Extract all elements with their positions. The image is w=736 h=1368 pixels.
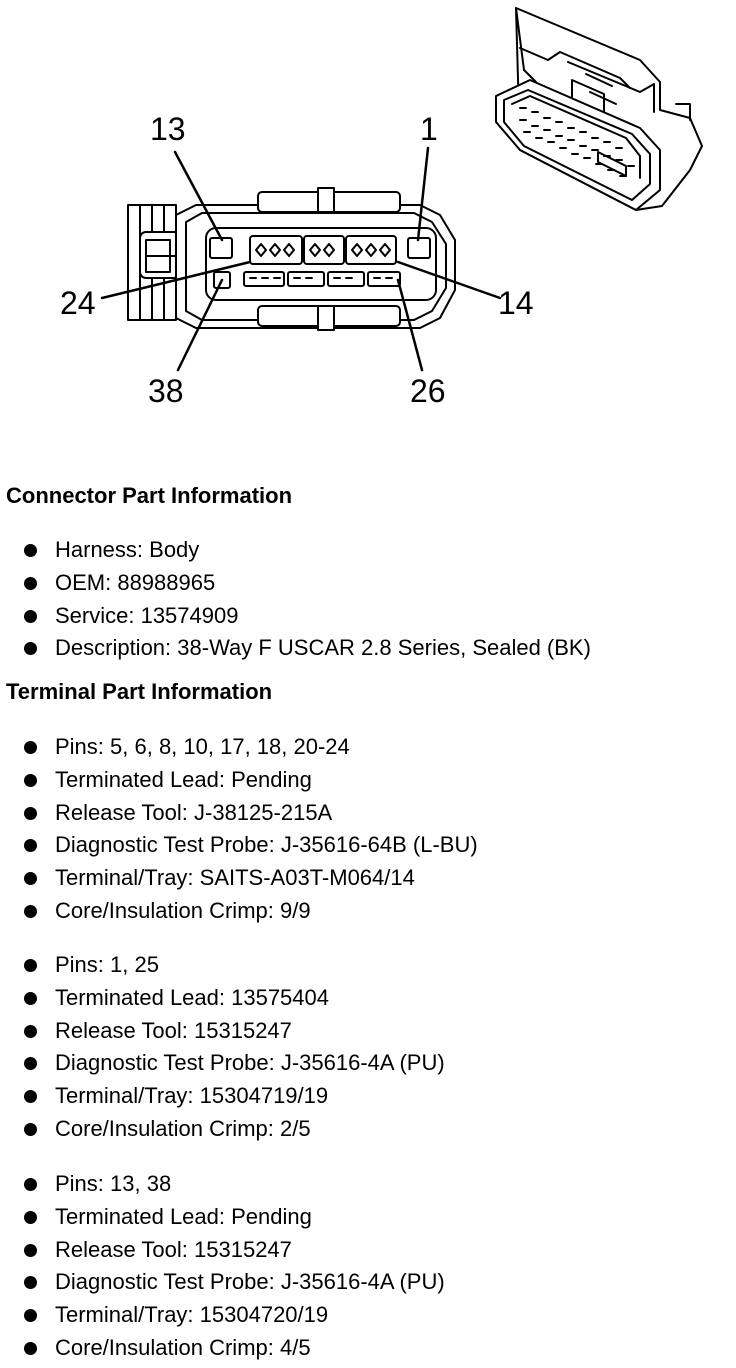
list-item: Terminated Lead: Pending [0, 764, 736, 797]
list-item-text: Service: 13574909 [55, 602, 239, 628]
bullet-icon [24, 1024, 37, 1038]
connector-isometric-view [495, 7, 703, 211]
bullet-icon [24, 959, 37, 972]
callout-14: 14 [498, 285, 534, 321]
bullet-icon [24, 872, 37, 886]
list-item-text: Description: 38-Way F USCAR 2.8 Series, … [55, 635, 591, 661]
list-item-text: Release Tool: J-38125-215A [55, 799, 333, 825]
callout-26: 26 [410, 373, 446, 409]
list-item-text: Terminal/Tray: 15304720/19 [55, 1302, 329, 1328]
list-item: Terminal/Tray: 15304720/19 [0, 1299, 736, 1332]
callout-38: 38 [148, 373, 184, 409]
bullet-icon [24, 806, 37, 820]
bullet-icon [24, 741, 37, 754]
bullet-icon [24, 1243, 37, 1257]
callout-1: 1 [420, 111, 438, 147]
bullet-icon [24, 609, 37, 623]
list-item-text: Release Tool: 15315247 [55, 1236, 292, 1262]
list-item-text: Harness: Body [55, 537, 200, 562]
list-item: OEM: 88988965 [0, 567, 736, 600]
list-item-text: Pins: 13, 38 [55, 1171, 172, 1196]
bullet-icon [24, 576, 37, 590]
list-item-text: Terminal/Tray: 15304719/19 [55, 1083, 329, 1109]
list-item-text: Core/Insulation Crimp: 9/9 [55, 897, 311, 923]
list-item: Service: 13574909 [0, 600, 736, 633]
bullet-icon [24, 1090, 37, 1104]
list-item: Pins: 5, 6, 8, 10, 17, 18, 20-24 [0, 731, 736, 764]
list-item-text: Terminated Lead: 13575404 [55, 984, 329, 1010]
list-item: Harness: Body [0, 534, 736, 567]
bullet-icon [24, 904, 37, 918]
list-item-text: Terminated Lead: Pending [55, 766, 312, 792]
bullet-icon [24, 991, 37, 1005]
list-item: Diagnostic Test Probe: J-35616-4A (PU) [0, 1266, 736, 1299]
list-item: Release Tool: 15315247 [0, 1015, 736, 1048]
bullet-icon [24, 1210, 37, 1224]
bullet-icon [24, 1178, 37, 1191]
callout-leaders [100, 146, 502, 372]
bullet-icon [24, 1122, 37, 1136]
list-item-text: Core/Insulation Crimp: 2/5 [55, 1115, 311, 1141]
callout-13: 13 [150, 111, 186, 147]
list-item-text: Terminal/Tray: SAITS-A03T-M064/14 [55, 865, 415, 891]
bullet-icon [24, 839, 37, 853]
bullet-icon [24, 773, 37, 787]
terminal-group-2: Pins: 1, 25 Terminated Lead: 13575404 Re… [0, 949, 736, 1146]
list-item-text: OEM: 88988965 [55, 569, 216, 595]
terminal-group-1: Pins: 5, 6, 8, 10, 17, 18, 20-24 Termina… [0, 731, 736, 928]
list-item: Terminated Lead: Pending [0, 1201, 736, 1234]
connector-part-heading: Connector Part Information [6, 483, 293, 508]
list-item-text: Diagnostic Test Probe: J-35616-4A (PU) [55, 1050, 445, 1076]
list-item: Pins: 1, 25 [0, 949, 736, 982]
bullet-icon [24, 642, 37, 656]
list-item: Terminal/Tray: 15304719/19 [0, 1080, 736, 1113]
callout-24: 24 [60, 285, 96, 321]
terminal-group-3: Pins: 13, 38 Terminated Lead: Pending Re… [0, 1168, 736, 1365]
list-item-text: Terminated Lead: Pending [55, 1203, 312, 1229]
bullet-icon [24, 544, 37, 557]
list-item-text: Core/Insulation Crimp: 4/5 [55, 1334, 311, 1360]
list-item: Diagnostic Test Probe: J-35616-64B (L-BU… [0, 829, 736, 862]
connector-part-list: Harness: Body OEM: 88988965 Service: 135… [0, 534, 736, 665]
list-item: Core/Insulation Crimp: 4/5 [0, 1332, 736, 1365]
list-item: Core/Insulation Crimp: 9/9 [0, 895, 736, 928]
connector-illustration: 13 1 24 14 38 26 [60, 7, 703, 409]
bullet-icon [24, 1057, 37, 1071]
bullet-icon [24, 1309, 37, 1323]
list-item: Core/Insulation Crimp: 2/5 [0, 1113, 736, 1146]
list-item-text: Diagnostic Test Probe: J-35616-4A (PU) [55, 1269, 445, 1295]
terminal-part-heading: Terminal Part Information [6, 679, 273, 704]
list-item-text: Release Tool: 15315247 [55, 1017, 292, 1043]
list-item: Release Tool: J-38125-215A [0, 797, 736, 830]
bullet-icon [24, 1276, 37, 1290]
list-item: Terminated Lead: 13575404 [0, 982, 736, 1015]
list-item-text: Pins: 1, 25 [55, 952, 159, 977]
list-item: Diagnostic Test Probe: J-35616-4A (PU) [0, 1047, 736, 1080]
list-item-text: Pins: 5, 6, 8, 10, 17, 18, 20-24 [55, 734, 350, 759]
list-item: Pins: 13, 38 [0, 1168, 736, 1201]
list-item: Description: 38-Way F USCAR 2.8 Series, … [0, 632, 736, 665]
connector-latch [127, 204, 181, 321]
list-item-text: Diagnostic Test Probe: J-35616-64B (L-BU… [55, 832, 478, 858]
list-item: Terminal/Tray: SAITS-A03T-M064/14 [0, 862, 736, 895]
connector-face [175, 187, 456, 331]
bullet-icon [24, 1341, 37, 1355]
list-item: Release Tool: 15315247 [0, 1234, 736, 1267]
